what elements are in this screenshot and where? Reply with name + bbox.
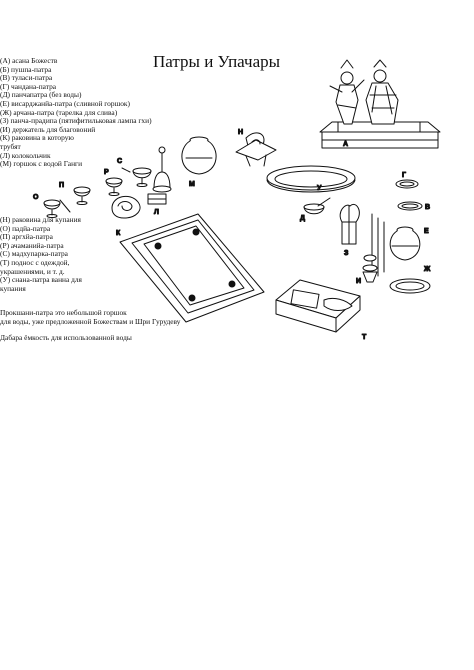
legend-item: (Г) чандана-патра (0, 81, 57, 91)
pancha-pradipa-lamp (362, 213, 385, 283)
legend-item: (Ж) арчана-патра (тарелка для слива) (0, 107, 118, 117)
visarjaniya-pot (389, 226, 421, 261)
padya-cup (43, 199, 71, 218)
madhuparka-cup (121, 167, 152, 187)
label-M: М (189, 181, 195, 188)
arghya-cup (105, 177, 123, 196)
label-U: У (317, 185, 322, 192)
pancha-patra (303, 197, 331, 215)
legend-item: (Е) висарджанйа-патра (сливной горшок) (0, 98, 130, 108)
label-P: П (59, 182, 64, 189)
tulasi-bowl (397, 201, 423, 211)
legend-item: (З) панча-прадипа (пятифитильковая лампа… (0, 116, 152, 126)
label-Zh: Ж (423, 266, 431, 273)
label-D: Д (300, 215, 305, 222)
achamaniya-cup (73, 186, 91, 205)
conch-shell (111, 195, 141, 219)
label-E: Е (424, 228, 429, 235)
label-L: Л (154, 209, 159, 216)
label-A: А (343, 141, 348, 148)
label-T: Т (362, 334, 367, 341)
legend-item: украшениями, и т. д. (0, 266, 65, 276)
legend-item: (Л) колокольчик (0, 150, 51, 160)
label-R: Р (104, 169, 109, 176)
conch-on-stand (235, 132, 277, 167)
label-N: Н (238, 129, 243, 136)
page-title: Патры и Упачары (153, 52, 281, 71)
legend-bottom: (Н) раковина для купания (О) падйа-патра… (0, 215, 160, 293)
bell-stand-block (147, 193, 167, 205)
legend-top: (А) асана Божеств (Б) пушпа-патра (В) ту… (0, 56, 160, 169)
note-proksani: Прокшани-патра это небольшой горшок для … (0, 308, 181, 326)
note-line: Прокшани-патра это небольшой горшок (0, 308, 127, 317)
legend-item: (К) раковина в которую (0, 133, 74, 143)
label-O: О (33, 194, 39, 201)
legend-item: (П) аргхйа-патра (0, 232, 53, 242)
label-Z: З (344, 250, 349, 257)
legend-item: трубят (0, 141, 21, 151)
legend-item: (М) горшок с водой Ганги (0, 159, 83, 169)
legend-item: (Б) пушпа-патра (0, 64, 52, 74)
floor-tray (119, 213, 265, 323)
legend-item: (И) держатель для благовоний (0, 124, 96, 134)
label-S: С (117, 158, 122, 165)
legend-item: (В) туласи-патра (0, 73, 53, 83)
deity-figures (329, 59, 399, 125)
bell (152, 146, 172, 193)
legend-item: (С) мадхупарка-патра (0, 249, 68, 259)
legend-item: (Т) поднос с одеждой, (0, 257, 70, 267)
legend-item: (Д) панчапатра (без воды) (0, 90, 82, 100)
ganga-water-pot (181, 136, 217, 175)
legend-item: (Н) раковина для купания (0, 215, 81, 224)
label-I: И (356, 278, 361, 285)
label-K: К (116, 230, 121, 237)
incense-holder (339, 204, 360, 245)
legend-item: (У) снана-патра ванна для (0, 275, 82, 285)
note-line: для воды, уже предложенной Божествам и Ш… (0, 316, 181, 326)
legend-item: (А) асана Божеств (0, 56, 58, 65)
note-dabara: Дабара ёмкость для использованной воды (0, 333, 132, 342)
bathing-basin (266, 165, 356, 193)
legend-item: (О) падйа-патра (0, 223, 51, 233)
legend-item: (Р) ачаманийа-патра (0, 240, 64, 250)
clothing-tray (275, 279, 361, 333)
chandana-bowl (395, 179, 419, 189)
label-G: Г (402, 172, 406, 179)
altar-platform (319, 121, 441, 149)
archana-plate (389, 278, 431, 294)
legend-item: купания (0, 283, 26, 293)
label-V: В (425, 204, 430, 211)
